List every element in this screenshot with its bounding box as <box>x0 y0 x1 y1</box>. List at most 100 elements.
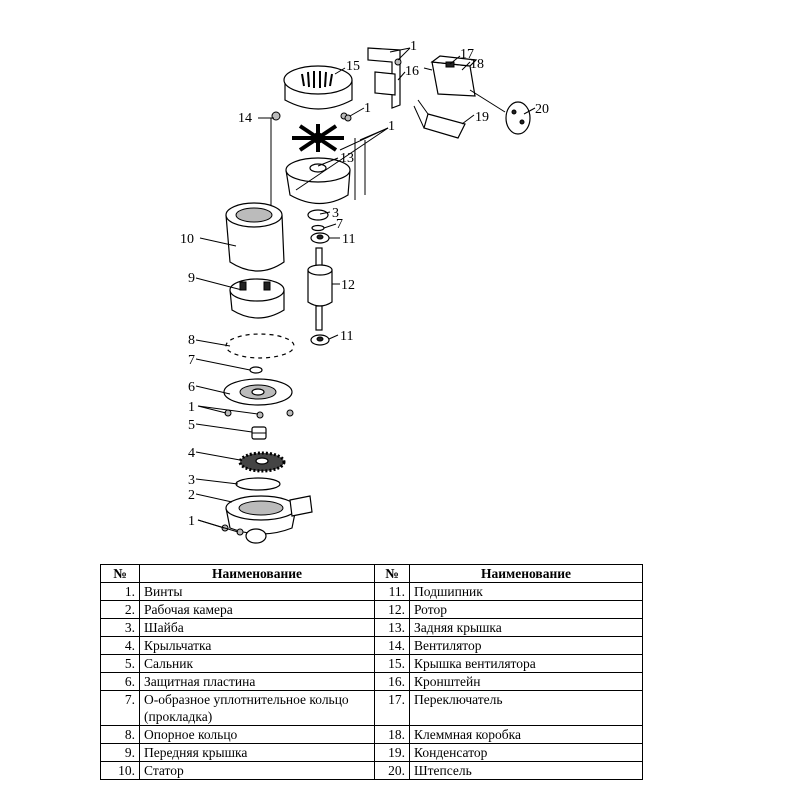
callout-label: 7 <box>336 217 343 232</box>
part-name: О-образное уплотнительное кольцо (прокла… <box>139 690 375 726</box>
number-header: № <box>100 564 140 583</box>
part-number: 18. <box>374 725 410 744</box>
callout-label: 11 <box>342 232 355 247</box>
callout-label: 11 <box>340 329 353 344</box>
part-name: Кронштейн <box>409 672 643 691</box>
part-number: 5. <box>100 654 140 673</box>
part-number: 19. <box>374 743 410 762</box>
parts-table-header: № Наименование № Наименование <box>100 564 643 583</box>
fan-part <box>292 124 344 152</box>
callout-label: 10 <box>180 232 194 247</box>
callout-label: 14 <box>238 111 252 126</box>
part-name: Винты <box>139 582 375 601</box>
protective-plate-part <box>223 378 293 406</box>
name-header: Наименование <box>409 564 643 583</box>
callout-label: 1 <box>388 119 395 134</box>
part-number: 7. <box>100 690 140 726</box>
callout-label: 1 <box>364 101 371 116</box>
capacitor-part <box>413 99 466 139</box>
callout-label: 20 <box>535 102 549 117</box>
part-number: 1. <box>100 582 140 601</box>
callout-label: 3 <box>188 473 195 488</box>
part-number: 14. <box>374 636 410 655</box>
top-screws-part <box>271 58 402 122</box>
part-name: Ротор <box>409 600 643 619</box>
stator-part <box>225 202 285 272</box>
part-number: 20. <box>374 761 410 780</box>
bracket-part <box>367 47 401 109</box>
callout-label: 1 <box>410 39 417 54</box>
impeller-part <box>238 451 286 473</box>
callout-label: 4 <box>188 446 195 461</box>
number-header: № <box>374 564 410 583</box>
exploded-pump-diagram: 1 1 1 1 1 1 2 3 3 4 5 6 7 7 8 9 10 11 11… <box>180 39 549 544</box>
washer-upper-part <box>307 209 329 221</box>
part-number: 16. <box>374 672 410 691</box>
bearing-upper-part <box>310 232 330 244</box>
part-name: Защитная пластина <box>139 672 375 691</box>
part-name: Передняя крышка <box>139 743 375 762</box>
part-name: Конденсатор <box>409 743 643 762</box>
callout-label: 1 <box>188 400 195 415</box>
part-number: 10. <box>100 761 140 780</box>
washer-lower-part <box>235 477 281 491</box>
part-number: 17. <box>374 690 410 726</box>
part-number: 15. <box>374 654 410 673</box>
terminal-box-part <box>423 55 478 97</box>
part-name: Вентилятор <box>409 636 643 655</box>
part-name: Подшипник <box>409 582 643 601</box>
part-name: Клеммная коробка <box>409 725 643 744</box>
callout-label: 16 <box>405 64 419 79</box>
table-row: 7.О-образное уплотнительное кольцо (прок… <box>100 690 643 726</box>
part-number: 6. <box>100 672 140 691</box>
callout-labels: 1 1 1 1 1 1 2 3 3 4 5 6 7 7 8 9 10 11 11… <box>180 39 549 529</box>
part-name: Статор <box>139 761 375 780</box>
part-name: Переключатель <box>409 690 643 726</box>
fan-cover-part <box>283 65 353 110</box>
callout-label: 9 <box>188 271 195 286</box>
front-cover-part <box>229 278 285 319</box>
part-name: Штепсель <box>409 761 643 780</box>
callout-label: 7 <box>188 353 195 368</box>
part-name: Крышка вентилятора <box>409 654 643 673</box>
callout-label: 5 <box>188 418 195 433</box>
plug-part <box>469 89 531 135</box>
part-number: 12. <box>374 600 410 619</box>
o-ring-part <box>249 366 263 374</box>
callout-label: 8 <box>188 333 195 348</box>
callout-label: 2 <box>188 488 195 503</box>
part-number: 8. <box>100 725 140 744</box>
callout-label: 19 <box>475 110 489 125</box>
working-chamber-part <box>225 495 313 544</box>
o-ring-upper-part <box>311 224 325 232</box>
part-name: Крыльчатка <box>139 636 375 655</box>
callout-label: 13 <box>340 151 354 166</box>
callout-label: 17 <box>460 47 474 62</box>
part-number: 2. <box>100 600 140 619</box>
part-number: 13. <box>374 618 410 637</box>
part-name: Сальник <box>139 654 375 673</box>
part-name: Рабочая камера <box>139 600 375 619</box>
part-name: Шайба <box>139 618 375 637</box>
part-name: Опорное кольцо <box>139 725 375 744</box>
part-number: 9. <box>100 743 140 762</box>
callout-label: 18 <box>470 57 484 72</box>
part-number: 4. <box>100 636 140 655</box>
callout-label: 12 <box>341 278 355 293</box>
callout-label: 3 <box>332 206 339 221</box>
support-ring-part <box>225 333 295 359</box>
part-number: 3. <box>100 618 140 637</box>
part-number: 11. <box>374 582 410 601</box>
callout-label: 6 <box>188 380 195 395</box>
callout-label: 1 <box>188 514 195 529</box>
